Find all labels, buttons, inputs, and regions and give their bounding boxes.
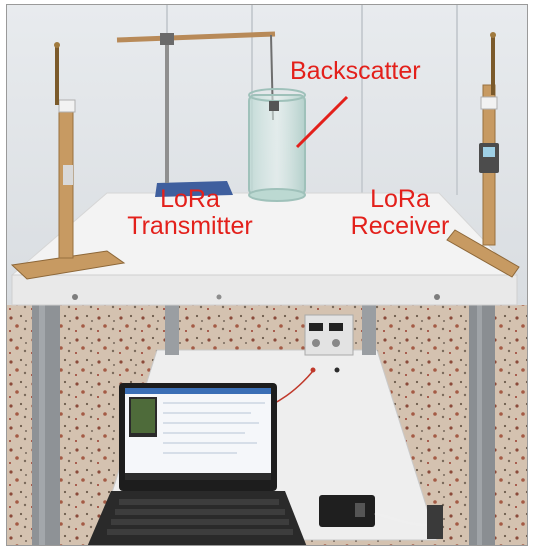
receiver-label: LoRa Receiver — [337, 186, 463, 240]
photo: Backscatter LoRa Transmitter LoRa Receiv… — [6, 4, 528, 546]
table-legs — [32, 305, 495, 545]
backscatter-label: Backscatter — [290, 57, 421, 85]
transmitter-antenna — [10, 42, 126, 280]
tag-device — [319, 495, 375, 527]
receiver-label-line1: LoRa — [370, 185, 430, 213]
blue-object — [155, 181, 233, 197]
receiver-antenna — [446, 32, 520, 278]
pointer-line — [295, 95, 349, 149]
power-supply — [304, 314, 354, 373]
transmitter-label-line2: Transmitter — [127, 212, 253, 240]
transmitter-label: LoRa Transmitter — [114, 186, 266, 240]
table-edge — [11, 274, 518, 306]
receiver-label-line2: Receiver — [350, 212, 450, 240]
glass-beaker — [248, 88, 306, 202]
transmitter-label-line1: LoRa — [160, 185, 220, 213]
lab-setup-photo — [7, 5, 527, 545]
overhead-stand — [116, 31, 276, 183]
laptop — [87, 383, 307, 545]
